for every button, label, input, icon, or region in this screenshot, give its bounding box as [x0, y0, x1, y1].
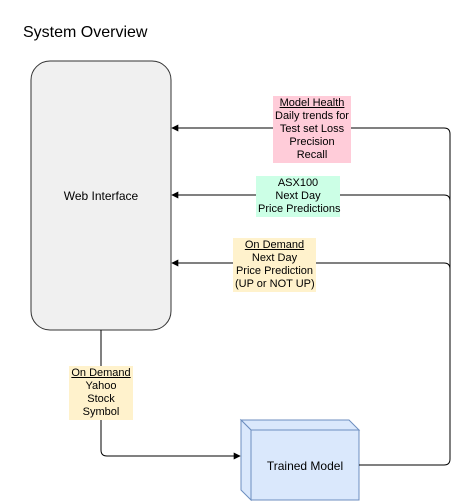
edge-on-demand-prediction[interactable] — [171, 259, 451, 270]
asx100-label: ASX100 Next Day Price Predictions — [256, 176, 341, 217]
on-demand-symbol-line: Stock — [87, 393, 115, 405]
trained-model-node[interactable] — [239, 418, 361, 501]
web-interface-label: Web Interface — [63, 189, 139, 203]
model-health-label: Model Health Daily trends for Test set L… — [273, 96, 351, 163]
diagram-title: System Overview — [23, 24, 148, 41]
edge-model-health[interactable] — [171, 124, 451, 466]
on-demand-prediction-line: Next Day — [251, 252, 298, 264]
model-health-header: Model Health — [279, 97, 345, 109]
on-demand-prediction-label: On Demand Next Day Price Prediction (UP … — [233, 238, 316, 292]
model-health-line: Test set Loss — [279, 123, 345, 135]
asx100-line: Next Day — [275, 190, 321, 202]
on-demand-prediction-line: (UP or NOT UP) — [235, 278, 315, 290]
asx100-line: ASX100 — [277, 177, 319, 189]
on-demand-symbol-line: Yahoo — [85, 380, 117, 392]
on-demand-symbol-header: On Demand — [71, 367, 131, 379]
trained-model-side-face — [240, 418, 252, 501]
edge-on-demand-symbol[interactable] — [100, 330, 241, 460]
model-health-line: Precision — [289, 136, 335, 148]
on-demand-prediction-line: Price Prediction — [235, 265, 314, 277]
trained-model-label: Trained Model — [266, 459, 344, 473]
on-demand-symbol-label: On Demand Yahoo Stock Symbol — [69, 366, 133, 420]
asx100-line: Price Predictions — [258, 203, 341, 215]
on-demand-prediction-header: On Demand — [244, 239, 305, 251]
on-demand-symbol-line: Symbol — [82, 406, 120, 418]
edge-asx100[interactable] — [171, 191, 451, 202]
model-health-line: Daily trends for — [275, 110, 349, 122]
model-health-line: Recall — [296, 149, 328, 161]
trained-model-top-face — [239, 419, 361, 431]
